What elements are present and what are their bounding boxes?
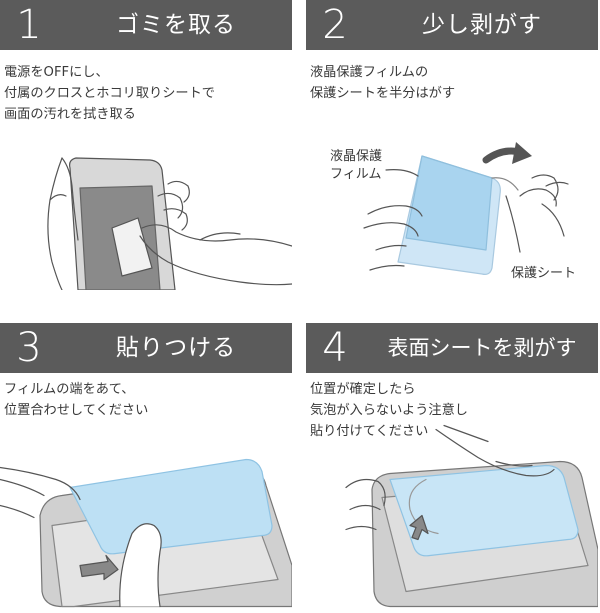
step-2: 2 少し剥がす 液晶保護フィルムの 保護シートを半分はがす bbox=[306, 0, 598, 290]
step-1-description: 電源をOFFにし、 付属のクロスとホコリ取りシートで 画面の汚れを拭き取る bbox=[4, 65, 215, 122]
step-3-header: 3 貼りつける bbox=[0, 323, 292, 373]
step-4-title: 表面シートを剥がす bbox=[387, 336, 577, 360]
step-2-header: 2 少し剥がす bbox=[306, 0, 598, 50]
step-1: 1 ゴミを取る 電源をOFFにし、 付属のクロスとホコリ取りシートで 画面の汚れ… bbox=[0, 0, 292, 290]
step-3-number: 3 bbox=[16, 325, 42, 371]
step-4: 4 表面シートを剥がす 位置が確定したら 気泡が入らないよう注意し 貼り付けてく… bbox=[306, 323, 598, 608]
step-1-number: 1 bbox=[16, 2, 42, 48]
protective-sheet-label: 保護シート bbox=[511, 266, 577, 281]
step-3-description: フィルムの端をあて、 位置合わせしてください bbox=[4, 382, 149, 418]
step-3-illustration bbox=[0, 458, 292, 608]
step-2-number: 2 bbox=[322, 2, 348, 48]
step-1-header: 1 ゴミを取る bbox=[0, 0, 292, 50]
step-1-illustration bbox=[47, 157, 292, 290]
step-4-illustration bbox=[345, 424, 598, 608]
step-3: 3 貼りつける フィルムの端をあて、 位置合わせしてください bbox=[0, 323, 292, 608]
step-1-title: ゴミを取る bbox=[116, 12, 236, 38]
step-2-title: 少し剥がす bbox=[422, 12, 542, 38]
step-4-description: 位置が確定したら 気泡が入らないよう注意し 貼り付けてください bbox=[310, 382, 468, 439]
step-2-description: 液晶保護フィルムの 保護シートを半分はがす bbox=[310, 65, 456, 101]
film-label: 液晶保護 フィルム bbox=[330, 149, 383, 182]
step-3-title: 貼りつける bbox=[115, 335, 237, 361]
step-2-illustration bbox=[363, 142, 569, 275]
step-4-header: 4 表面シートを剥がす bbox=[306, 323, 598, 373]
step-4-number: 4 bbox=[322, 325, 348, 371]
